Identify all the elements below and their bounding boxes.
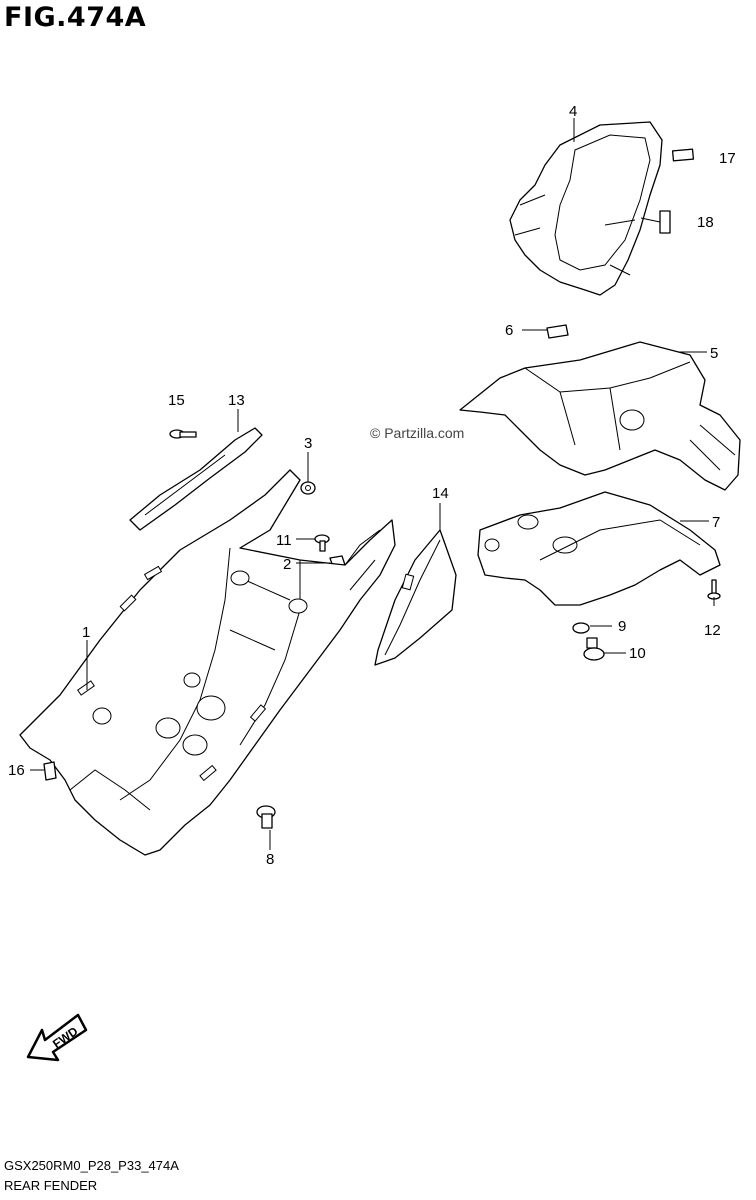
callout-10: 10 [629,645,646,662]
callout-14: 14 [432,485,449,502]
callout-12: 12 [704,622,721,639]
callout-4: 4 [569,103,577,120]
part-10-bolt[interactable] [583,637,605,661]
callout-16: 16 [8,762,25,779]
part-18-pad[interactable] [659,210,671,234]
part-11-screw[interactable] [314,534,330,552]
part-4-tail-cowl[interactable] [509,121,663,296]
callout-2: 2 [283,556,291,573]
callout-18: 18 [697,214,714,231]
part-5-upper-fender[interactable] [459,341,741,491]
callout-17: 17 [719,150,736,167]
figure-caption: REAR FENDER [4,1178,98,1193]
part-3-nut[interactable] [300,481,316,495]
callout-9: 9 [618,618,626,635]
part-14-side-cover[interactable] [374,529,457,666]
part-12-screw[interactable] [707,579,721,600]
callout-1: 1 [82,624,90,641]
callout-15: 15 [168,392,185,409]
callout-6: 6 [505,322,513,339]
part-6-pad[interactable] [546,324,569,339]
callout-11: 11 [276,532,292,549]
leader-lines [30,118,715,850]
watermark: © Partzilla.com [370,425,464,441]
part-7-lower-fender[interactable] [477,491,721,606]
callout-5: 5 [710,345,718,362]
callout-labels: 4 17 18 6 5 7 12 9 10 14 15 13 3 11 2 1 … [8,103,736,868]
figure-title: FIG.474A [4,2,147,33]
fwd-arrow-icon: FWD [26,1013,88,1062]
part-8-bolt[interactable] [256,805,276,829]
callout-7: 7 [712,514,720,531]
callout-13: 13 [228,392,245,409]
callout-8: 8 [266,851,274,868]
callout-3: 3 [304,435,312,452]
part-15-screw[interactable] [169,429,197,439]
part-1-inner-fender[interactable] [19,469,396,856]
part-17-pad[interactable] [671,148,695,162]
part-16-clip[interactable] [43,761,57,781]
part-9-washer[interactable] [572,622,590,634]
part-13-bracket[interactable] [129,427,263,531]
figure-code: GSX250RM0_P28_P33_474A [4,1158,179,1173]
